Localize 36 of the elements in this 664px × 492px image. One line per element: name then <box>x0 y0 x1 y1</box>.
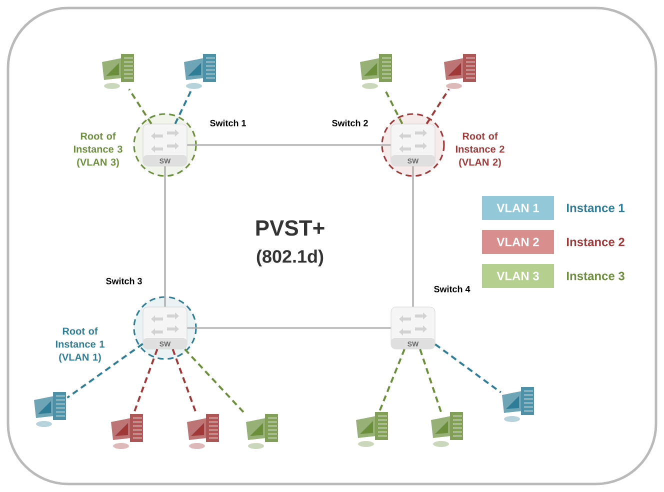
computer-icon <box>502 387 534 422</box>
computer-icon <box>187 414 219 449</box>
link-line <box>412 166 414 307</box>
link-line <box>434 343 502 394</box>
link-line <box>384 88 404 124</box>
computer-icon <box>360 54 392 89</box>
link-line <box>164 166 166 307</box>
link-line <box>184 348 247 416</box>
link-line <box>174 88 193 124</box>
computer-icon <box>34 392 66 427</box>
switch-name: Switch 3 <box>106 278 142 284</box>
switch-name: Switch 1 <box>210 120 246 126</box>
root-label: Root of Instance 1 (VLAN 1) <box>56 327 104 363</box>
instance-label: Instance 3 <box>567 272 624 280</box>
computer-icon <box>356 412 388 447</box>
computer-icon <box>444 54 476 89</box>
diagram-heading: (802.1d) <box>256 250 324 266</box>
link-line <box>426 88 450 124</box>
computer-icon <box>102 54 134 89</box>
link-line <box>128 88 152 124</box>
switch-name: Switch 2 <box>332 120 368 126</box>
link-line <box>378 348 406 414</box>
link-line <box>419 348 442 414</box>
computer-icon <box>431 412 463 447</box>
root-label: Root of Instance 3 (VLAN 3) <box>74 132 122 168</box>
link-line <box>66 343 144 399</box>
diagram-heading: PVST+ <box>256 220 324 236</box>
switch-name: Switch 4 <box>434 286 470 292</box>
computer-icon <box>246 414 278 449</box>
instance-label: Instance 1 <box>567 204 625 212</box>
computer-icon <box>111 414 143 449</box>
link-line <box>187 327 391 329</box>
computer-icon <box>184 54 216 89</box>
instance-label: Instance 2 <box>567 238 624 246</box>
link-line <box>187 144 391 146</box>
root-label: Root of Instance 2 (VLAN 2) <box>456 132 504 168</box>
